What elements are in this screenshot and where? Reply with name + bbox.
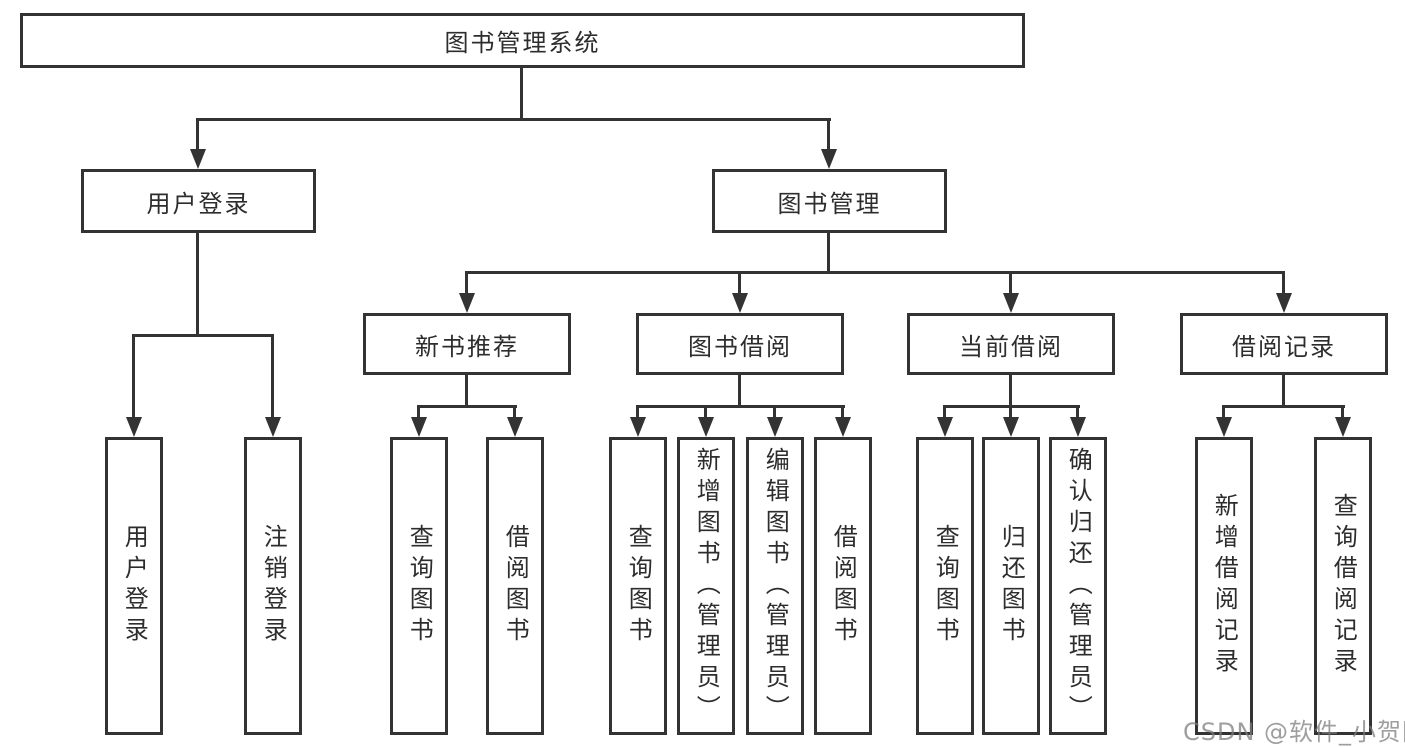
connector-new-book-rec-stub	[465, 375, 468, 408]
arrowhead-new-book-rec	[459, 293, 475, 313]
arrowhead-user-login	[190, 149, 206, 169]
leaf-logout: 注销登录	[244, 437, 302, 735]
connector-user-login-stub	[196, 233, 199, 337]
node-borrow-records-label: 借阅记录	[1232, 332, 1336, 361]
connector-book-borrow-stub	[738, 375, 741, 408]
arrowhead-leaf-login	[126, 417, 142, 437]
node-book-mgmt-label: 图书管理	[777, 189, 882, 218]
leaf-query-books-current: 查询图书	[916, 437, 974, 735]
leaf-query-books-rec: 查询图书	[390, 437, 448, 735]
connector-stem-leaf-logout	[271, 334, 274, 420]
leaf-user-login-label: 用户登录	[120, 524, 149, 648]
node-book-mgmt: 图书管理	[712, 169, 947, 233]
node-root-label: 图书管理系统	[444, 29, 601, 57]
connector-current-borrow-stub	[1009, 375, 1012, 408]
arrowhead-leaf-logout	[265, 417, 281, 437]
node-root: 图书管理系统	[20, 13, 1025, 68]
leaf-add-book-admin-label: 新增图书（管理员）	[692, 446, 721, 726]
arrowhead-leaf	[630, 417, 646, 437]
node-current-borrow-label: 当前借阅	[959, 332, 1063, 361]
leaf-borrow-books-label: 借阅图书	[829, 524, 858, 648]
leaf-query-books-current-label: 查询图书	[931, 524, 960, 648]
connector-new-book-rec-hline	[417, 405, 517, 408]
leaf-add-book-admin: 新增图书（管理员）	[677, 437, 735, 735]
connector-stem-leaf	[417, 405, 420, 421]
leaf-edit-book-admin-label: 编辑图书（管理员）	[761, 446, 790, 726]
node-user-login: 用户登录	[81, 169, 316, 233]
node-book-borrow: 图书借阅	[636, 313, 844, 375]
leaf-query-borrow-record-label: 查询借阅记录	[1329, 493, 1358, 679]
connector-stem-leaf	[704, 405, 707, 421]
arrowhead-leaf	[937, 417, 953, 437]
connector-stem-leaf	[636, 405, 639, 421]
connector-stem-new-book-rec	[465, 271, 468, 296]
connector-stem-current-borrow	[1009, 271, 1012, 296]
leaf-logout-label: 注销登录	[259, 524, 288, 648]
leaf-borrow-books-rec-label: 借阅图书	[501, 524, 530, 648]
arrowhead-leaf	[411, 417, 427, 437]
connector-root-stub	[520, 68, 523, 119]
leaf-edit-book-admin: 编辑图书（管理员）	[746, 437, 804, 735]
connector-stem-leaf	[943, 405, 946, 421]
arrowhead-leaf	[698, 417, 714, 437]
connector-borrow-records-stub	[1282, 375, 1285, 408]
arrowhead-book-borrow	[732, 293, 748, 313]
connector-stem-book-borrow	[738, 271, 741, 296]
leaf-user-login: 用户登录	[105, 437, 163, 735]
connector-stem-leaf	[513, 405, 516, 421]
csdn-watermark: CSDN @软件_小贺同学	[1183, 718, 1405, 746]
leaf-query-books-rec-label: 查询图书	[405, 524, 434, 648]
connector-book-mgmt-stub	[827, 233, 830, 274]
leaf-return-book-label: 归还图书	[997, 524, 1026, 648]
node-borrow-records: 借阅记录	[1180, 313, 1388, 375]
connector-stem-leaf	[1009, 405, 1012, 421]
connector-stem-leaf	[841, 405, 844, 421]
connector-user-login-hline	[132, 334, 274, 337]
leaf-confirm-return-admin-label: 确认归还（管理员）	[1064, 446, 1093, 726]
leaf-add-borrow-record: 新增借阅记录	[1195, 437, 1253, 735]
arrowhead-leaf	[1335, 417, 1351, 437]
connector-root-hline	[196, 118, 831, 121]
arrowhead-leaf	[507, 417, 523, 437]
leaf-borrow-books: 借阅图书	[814, 437, 872, 735]
leaf-query-books-borrow-label: 查询图书	[624, 524, 653, 648]
node-new-book-rec-label: 新书推荐	[415, 332, 519, 361]
arrowhead-current-borrow	[1003, 293, 1019, 313]
connector-stem-leaf-login	[132, 334, 135, 420]
node-user-login-label: 用户登录	[146, 189, 251, 218]
node-new-book-rec: 新书推荐	[363, 313, 571, 375]
connector-stem-leaf	[1076, 405, 1079, 421]
leaf-query-borrow-record: 查询借阅记录	[1314, 437, 1372, 735]
arrowhead-book-mgmt	[821, 149, 837, 169]
node-current-borrow: 当前借阅	[907, 313, 1115, 375]
connector-stem-leaf	[1341, 405, 1344, 421]
connector-stem-borrow-records	[1282, 271, 1285, 296]
arrowhead-leaf	[835, 417, 851, 437]
connector-stem-user-login	[196, 118, 199, 151]
arrowhead-leaf	[1216, 417, 1232, 437]
leaf-return-book: 归还图书	[982, 437, 1040, 735]
leaf-borrow-books-rec: 借阅图书	[486, 437, 544, 735]
connector-stem-leaf	[1222, 405, 1225, 421]
arrowhead-leaf	[1070, 417, 1086, 437]
leaf-add-borrow-record-label: 新增借阅记录	[1210, 493, 1239, 679]
node-book-borrow-label: 图书借阅	[688, 332, 792, 361]
connector-stem-leaf	[773, 405, 776, 421]
connector-stem-book-mgmt	[827, 118, 830, 151]
connector-book-borrow-hline	[636, 405, 845, 408]
leaf-query-books-borrow: 查询图书	[609, 437, 667, 735]
leaf-confirm-return-admin: 确认归还（管理员）	[1049, 437, 1107, 735]
arrowhead-leaf	[767, 417, 783, 437]
arrowhead-leaf	[1003, 417, 1019, 437]
connector-borrow-records-hline	[1222, 405, 1345, 408]
connector-book-mgmt-hline	[465, 271, 1285, 274]
arrowhead-borrow-records	[1276, 293, 1292, 313]
